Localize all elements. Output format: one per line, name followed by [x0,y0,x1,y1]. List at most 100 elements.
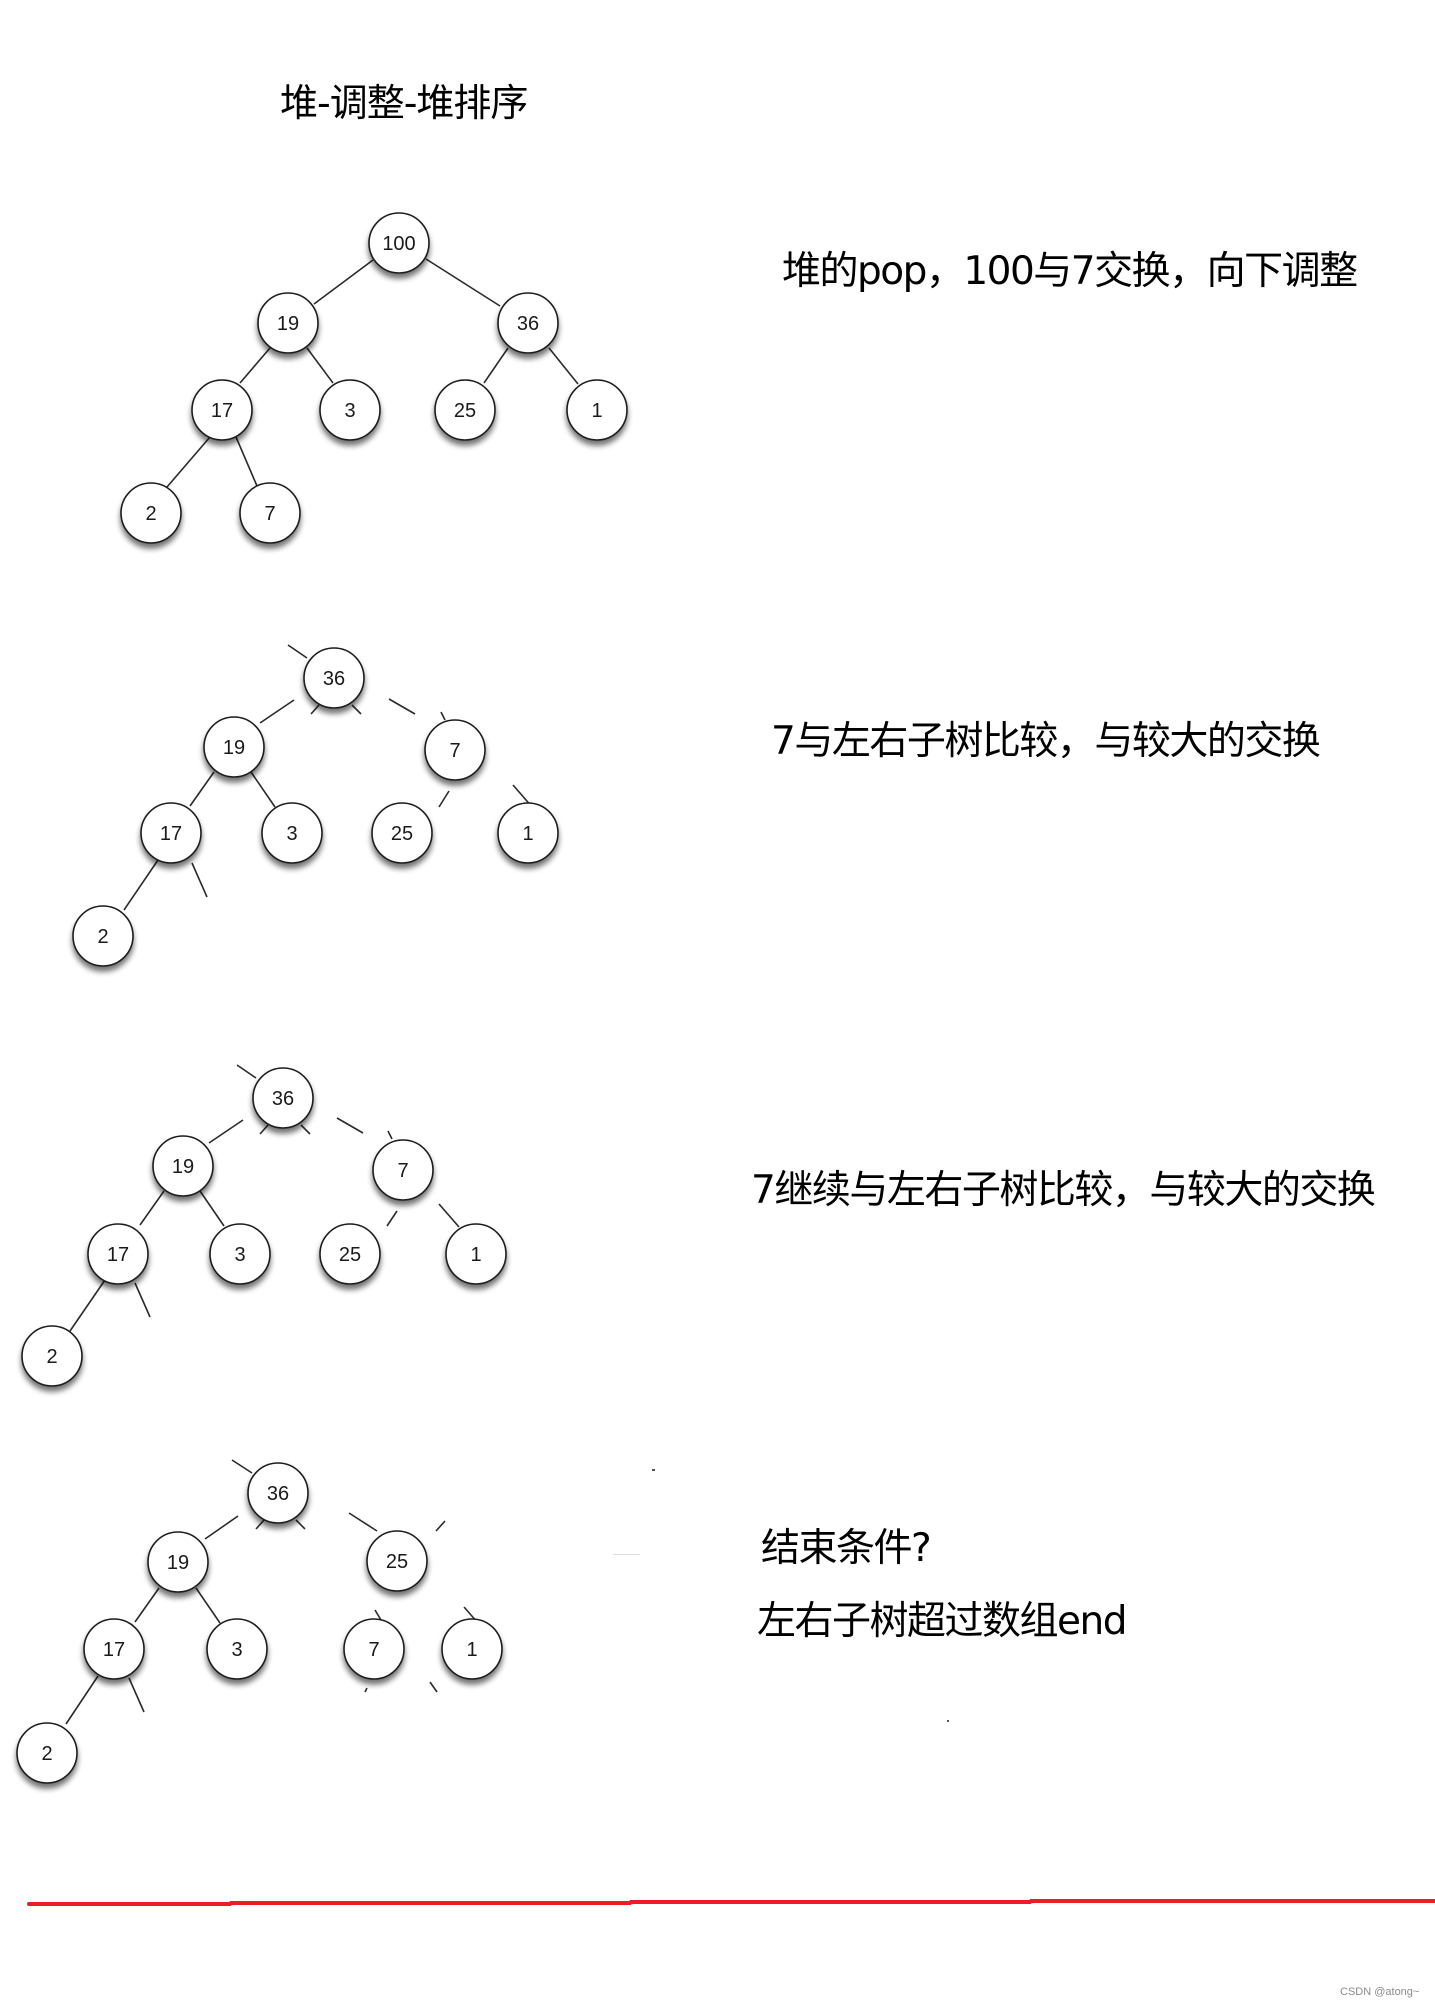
node-circle [372,1139,434,1201]
node-circle [445,1223,507,1285]
heap-node: 19 [152,1135,214,1197]
heap-node: 3 [319,379,381,441]
node-circle [434,379,496,441]
heap-node: 25 [366,1530,428,1592]
node-circle [252,1067,314,1129]
node-value: 3 [286,823,297,845]
node-circle [203,716,265,778]
heap-node: 7 [424,719,486,781]
node-circle [497,802,559,864]
node-circle [441,1618,503,1680]
red-divider-line [27,1899,1435,1906]
heap-node: 25 [319,1223,381,1285]
heap-node: 7 [239,482,301,544]
heap-node: 3 [209,1223,271,1285]
node-circle [209,1223,271,1285]
node-circle [247,1462,309,1524]
heap-node: 17 [87,1223,149,1285]
node-value: 25 [391,823,413,845]
node-circle [371,802,433,864]
node-value: 19 [277,313,299,335]
heap-node: 7 [372,1139,434,1201]
heap-node: 19 [257,292,319,354]
node-circle [120,482,182,544]
node-value: 1 [591,400,602,422]
heap-node: 3 [261,802,323,864]
step-4-caption-line-2: 左右子树超过数组end [757,1599,1127,1644]
heap-node: 25 [434,379,496,441]
heap-node: 36 [252,1067,314,1129]
node-value: 17 [160,823,182,845]
node-circle [343,1618,405,1680]
node-value: 19 [172,1156,194,1178]
heap-node: 17 [191,379,253,441]
node-circle [497,292,559,354]
heap-node: 2 [120,482,182,544]
heap-node: 7 [343,1618,405,1680]
heap-node: 100 [368,212,430,274]
node-circle [261,802,323,864]
node-circle [424,719,486,781]
node-circle [366,1530,428,1592]
node-value: 36 [517,313,539,335]
node-circle [83,1618,145,1680]
heap-node: 19 [203,716,265,778]
heap-node: 2 [72,905,134,967]
node-value: 7 [368,1639,379,1661]
heap-node: 17 [83,1618,145,1680]
node-value: 17 [211,400,233,422]
heap-node: 2 [16,1722,78,1784]
node-value: 2 [97,926,108,948]
tree-4: 36 19 25 17 3 7 1 2 [16,1462,503,1784]
node-circle [319,1223,381,1285]
step-1-caption: 堆的pop，100与7交换，向下调整 [782,249,1358,294]
node-circle [152,1135,214,1197]
node-value: 19 [223,737,245,759]
node-value: 25 [339,1244,361,1266]
node-value: 100 [382,233,415,255]
node-value: 2 [46,1346,57,1368]
heap-node: 36 [303,647,365,709]
node-value: 7 [449,740,460,762]
node-circle [257,292,319,354]
node-value: 19 [167,1552,189,1574]
step-3-caption: 7继续与左右子树比较，与较大的交换 [751,1168,1376,1213]
tree-1-edges [166,258,579,488]
node-circle [16,1722,78,1784]
node-circle [140,802,202,864]
node-circle [239,482,301,544]
node-value: 7 [264,503,275,525]
node-value: 17 [107,1244,129,1266]
tree-3-edges [69,1064,460,1332]
node-circle [87,1223,149,1285]
heap-node: 36 [247,1462,309,1524]
node-circle [206,1618,268,1680]
heap-node: 1 [441,1618,503,1680]
node-value: 1 [522,823,533,845]
heap-node: 1 [497,802,559,864]
watermark: CSDN @atong~ [1340,1986,1420,1998]
node-value: 1 [466,1639,477,1661]
node-value: 36 [323,668,345,690]
heap-node: 36 [497,292,559,354]
node-value: 17 [103,1639,125,1661]
node-value: 3 [234,1244,245,1266]
heap-node: 2 [21,1325,83,1387]
node-circle [72,905,134,967]
step-4-caption-line-1: 结束条件? [761,1526,932,1571]
node-value: 2 [145,503,156,525]
stray-marks [613,1469,949,1722]
node-circle [368,212,430,274]
node-value: 25 [454,400,476,422]
heap-node: 25 [371,802,433,864]
heap-node: 3 [206,1618,268,1680]
step-2-caption: 7与左右子树比较，与较大的交换 [771,719,1321,764]
tree-2: 36 19 7 17 3 25 1 2 [72,647,559,967]
node-circle [566,379,628,441]
tree-1: 100 19 36 17 3 25 1 2 7 [120,212,628,544]
heap-node: 17 [140,802,202,864]
node-circle [319,379,381,441]
node-value: 2 [41,1743,52,1765]
